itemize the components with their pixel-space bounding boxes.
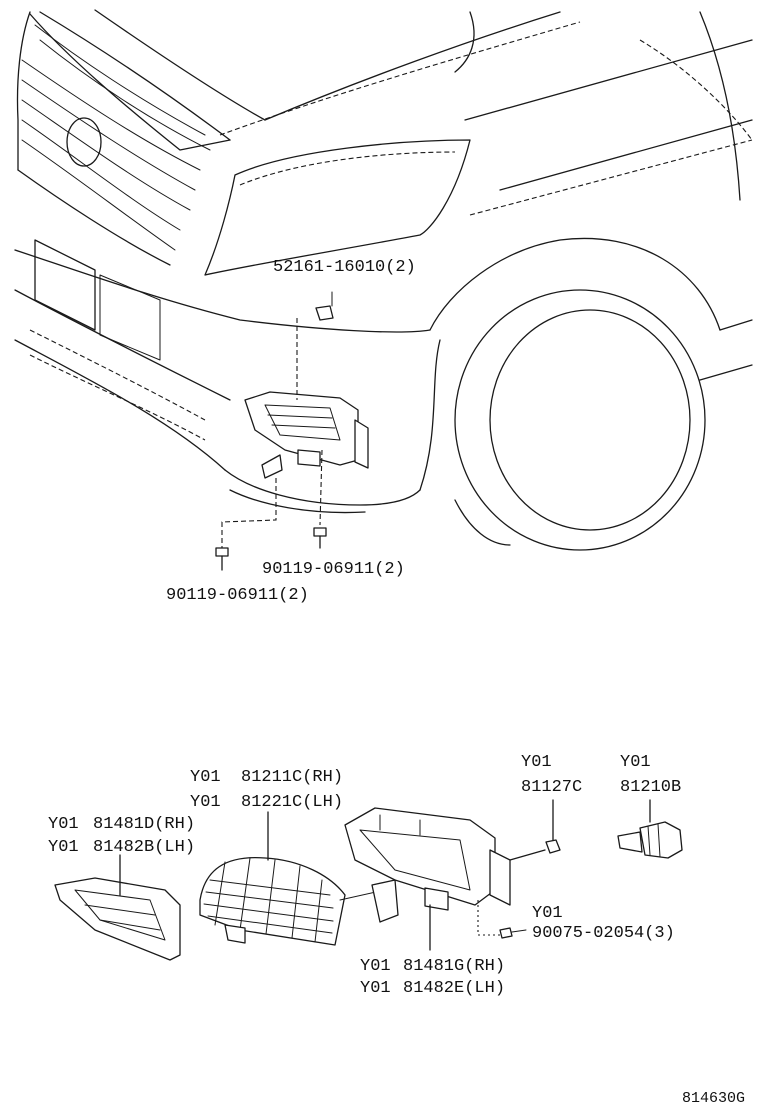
svg-text:Y01: Y01: [190, 768, 221, 787]
label-bulb: Y01 81210B: [620, 753, 681, 797]
label-clip-52161: 52161-16010(2): [273, 258, 416, 277]
label-lamp-lh: Y01 81221C(LH): [190, 793, 343, 812]
svg-text:81127C: 81127C: [521, 778, 582, 797]
bulb-81210B-icon: [617, 799, 683, 859]
fog-lamp-lens: [199, 811, 386, 946]
svg-text:81481D(RH): 81481D(RH): [93, 815, 195, 834]
label-cover-lh: Y01 81482B(LH): [48, 838, 195, 857]
label-bolt: Y01 90075-02054(3): [532, 904, 675, 943]
label-screw-left: 90119-06911(2): [166, 586, 309, 605]
label-lamp-rh: Y01 81211C(RH): [190, 768, 343, 787]
label-screw-right: 90119-06911(2): [262, 560, 405, 579]
lens-grid: [203, 857, 334, 943]
grille-slats: [21, 24, 211, 251]
label-socket: Y01 81127C: [521, 753, 582, 797]
figure-id: 814630G: [682, 1090, 745, 1107]
svg-text:81481G(RH): 81481G(RH): [403, 957, 505, 976]
installed-fog-lamp: [244, 391, 369, 479]
screw-right-icon: [313, 527, 327, 549]
clip-52161-icon: [296, 305, 334, 400]
svg-text:Y01: Y01: [360, 957, 391, 976]
svg-text:Y01: Y01: [620, 753, 651, 772]
label-bracket-lh: Y01 81482E(LH): [360, 979, 505, 998]
label-bracket-rh: Y01 81481G(RH): [360, 957, 505, 976]
emblem-icon: [66, 117, 102, 167]
svg-text:90075-02054(3): 90075-02054(3): [532, 924, 675, 943]
svg-text:Y01: Y01: [532, 904, 563, 923]
svg-text:Y01: Y01: [521, 753, 552, 772]
socket-81127C-icon: [545, 799, 561, 854]
svg-text:81211C(RH): 81211C(RH): [241, 768, 343, 787]
screw-left-icon: [215, 547, 229, 571]
svg-text:81221C(LH): 81221C(LH): [241, 793, 343, 812]
front-wheel: [454, 289, 706, 551]
svg-text:Y01: Y01: [48, 815, 79, 834]
svg-text:Y01: Y01: [190, 793, 221, 812]
label-cover-rh: Y01 81481D(RH): [48, 815, 195, 834]
fog-lamp-cover: [54, 854, 181, 961]
vehicle-front-illustration: [14, 9, 753, 571]
svg-text:81482B(LH): 81482B(LH): [93, 838, 195, 857]
fog-lamp-bracket: [344, 807, 546, 951]
svg-text:Y01: Y01: [360, 979, 391, 998]
svg-text:81210B: 81210B: [620, 778, 681, 797]
bolt-90075-icon: [477, 900, 527, 939]
svg-text:81482E(LH): 81482E(LH): [403, 979, 505, 998]
svg-text:Y01: Y01: [48, 838, 79, 857]
